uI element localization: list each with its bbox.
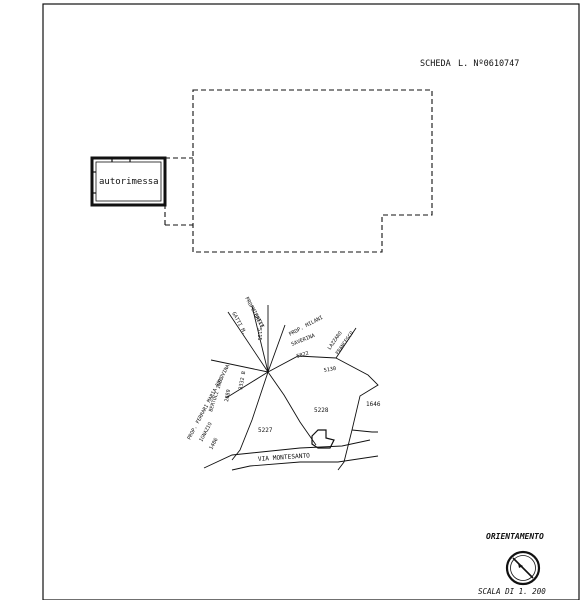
- sheet-header: SCHEDA L. Nº0610747: [420, 59, 519, 69]
- parcel-number: 1646: [366, 401, 381, 408]
- parcel-outline: [267, 371, 317, 446]
- boundary-line: [267, 324, 286, 373]
- compass-icon: [505, 550, 541, 586]
- site-plan: PROP. BATTI MICHELE GATTI M. 5115 PROP. …: [186, 296, 381, 471]
- garage-room: autorimessa: [90, 156, 167, 207]
- parcel-number: 3332 B: [238, 371, 247, 391]
- parcel-number: 2889: [224, 389, 232, 402]
- owner-label: IGNAZIO: [198, 422, 213, 443]
- parcel-outline: [231, 371, 269, 461]
- owner-label: PROP. MILANI: [288, 315, 324, 338]
- boundary-line: [210, 359, 269, 373]
- boundary-line: [227, 311, 269, 373]
- building-footprint: [311, 429, 335, 449]
- building-outline: [192, 89, 433, 253]
- orientation-block: ORIENTAMENTO SCALA DI 1. 200: [478, 532, 546, 596]
- road-edge: [231, 455, 379, 471]
- owner-label: GATTI M.: [230, 311, 247, 336]
- parcel-number: 5130: [323, 366, 336, 374]
- parcel-number: 5115: [256, 328, 262, 341]
- scheda-label: SCHEDA: [420, 59, 451, 69]
- parcel-number: 5822: [296, 351, 310, 360]
- boundary-line: [225, 371, 269, 399]
- parcel-outline: [267, 327, 379, 471]
- boundary-line: [251, 305, 269, 373]
- parcel-number: 5228: [314, 407, 329, 414]
- parcel-number: 5227: [258, 427, 273, 434]
- road-label: VIA MONTESANTO: [258, 452, 311, 463]
- orientation-title: ORIENTAMENTO: [486, 532, 544, 541]
- parcel-number: 1486: [208, 437, 219, 451]
- garage-label: autorimessa: [99, 177, 159, 187]
- road-edge: [203, 439, 371, 469]
- sheet-border: [42, 3, 580, 600]
- scheda-number: L. Nº0610747: [458, 59, 519, 69]
- road-edge: [351, 429, 378, 433]
- scale-label: SCALA DI 1. 200: [478, 587, 546, 596]
